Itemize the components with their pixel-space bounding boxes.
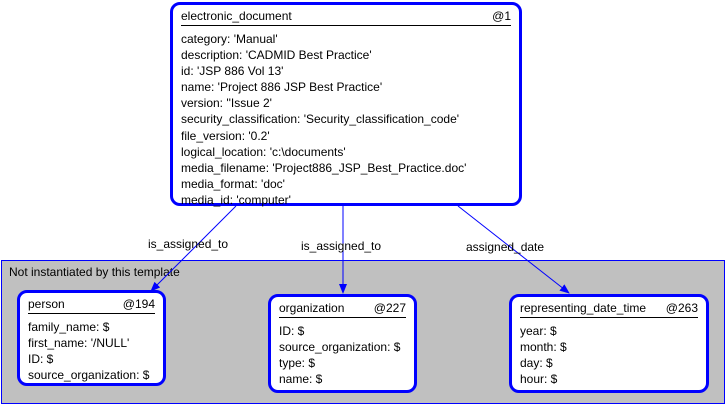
attribute-row: type: $ xyxy=(279,356,316,371)
node-title: person xyxy=(28,297,65,311)
node-title: representing_date_time xyxy=(520,301,647,315)
attribute-row: source_organization: $ xyxy=(28,368,150,383)
node-id-tag: @227 xyxy=(373,301,406,315)
node-header: organization @227 xyxy=(279,301,406,318)
attribute-row: family_name: $ xyxy=(28,320,110,334)
attribute-list: year: $ month: $ day: $ hour: $ xyxy=(520,323,567,387)
attribute-row: id: 'JSP 886 Vol 13' xyxy=(181,64,284,79)
attribute-row: version: ''Issue 2' xyxy=(181,96,272,111)
attribute-row: logical_location: 'c:\documents' xyxy=(181,144,346,159)
node-header: electronic_document @1 xyxy=(181,9,511,26)
attribute-row: file_version: '0.2' xyxy=(181,128,270,143)
attribute-row: day: $ xyxy=(520,356,553,371)
node-organization[interactable]: organization @227 ID: $ source_organizat… xyxy=(268,294,417,393)
attribute-row: media_id: 'computer' xyxy=(181,192,291,207)
attribute-row: ID: $ xyxy=(279,324,305,338)
attribute-row: first_name: '/NULL' xyxy=(28,336,130,351)
attribute-row: description: 'CADMID Best Practice' xyxy=(181,48,372,63)
edge-label-organization: is_assigned_to xyxy=(301,239,382,253)
attribute-row: security_classification: 'Security_class… xyxy=(181,112,460,127)
attribute-row: month: $ xyxy=(520,340,567,355)
region-label: Not instantiated by this template xyxy=(9,265,180,279)
node-title: organization xyxy=(279,301,345,315)
node-person[interactable]: person @194 family_name: $ first_name: '… xyxy=(17,290,166,386)
attribute-row: year: $ xyxy=(520,324,557,338)
edge-label-date-time: assigned_date xyxy=(466,240,545,254)
attribute-row: hour: $ xyxy=(520,372,558,387)
edge-to-date-time xyxy=(457,205,570,294)
attribute-row: name: $ xyxy=(279,372,323,387)
node-representing-date-time[interactable]: representing_date_time @263 year: $ mont… xyxy=(509,294,709,393)
edge-to-person xyxy=(150,205,237,292)
node-title: electronic_document xyxy=(181,9,292,23)
attribute-row: name: 'Project 886 JSP Best Practice' xyxy=(181,80,383,95)
attribute-row: ID: $ xyxy=(28,352,54,367)
node-id-tag: @1 xyxy=(492,9,511,23)
attribute-list: family_name: $ first_name: '/NULL' ID: $… xyxy=(28,319,149,383)
node-header: person @194 xyxy=(28,297,155,314)
node-id-tag: @263 xyxy=(665,301,698,315)
node-electronic-document[interactable]: electronic_document @1 category: 'Manual… xyxy=(170,2,522,208)
attribute-row: source_organization: $ xyxy=(279,340,401,355)
attribute-list: ID: $ source_organization: $ type: $ nam… xyxy=(279,323,400,387)
attribute-row: media_filename: 'Project886_JSP_Best_Pra… xyxy=(181,160,467,175)
attribute-row: category: 'Manual' xyxy=(181,32,278,46)
node-header: representing_date_time @263 xyxy=(520,301,698,318)
attribute-row: media_format: 'doc' xyxy=(181,176,285,191)
node-id-tag: @194 xyxy=(122,297,155,311)
attribute-list: category: 'Manual' description: 'CADMID … xyxy=(181,31,466,208)
edge-label-person: is_assigned_to xyxy=(148,237,229,251)
